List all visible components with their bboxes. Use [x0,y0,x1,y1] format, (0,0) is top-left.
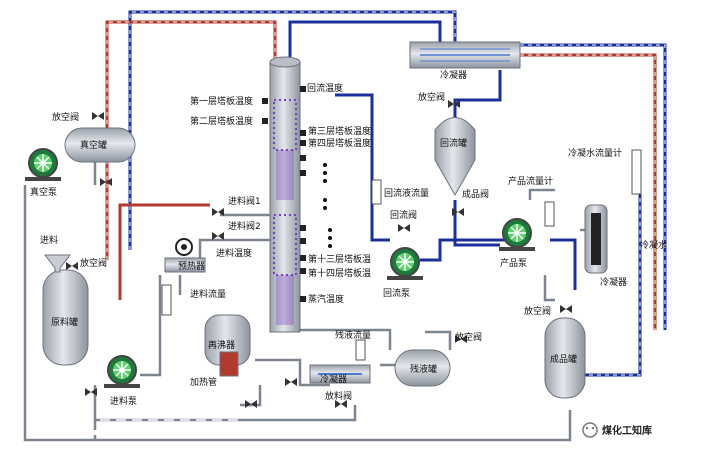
product-tank [544,317,586,399]
label-product-flow-meter: 产品流量计 [508,175,553,187]
label-reflux-temp: 回流温度 [307,82,343,94]
label-discharge-valve: 放料阀 [325,390,352,402]
reboiler [204,314,251,377]
label-product-tank: 成品罐 [550,353,577,365]
diagram-labels: 放空阀 真空罐 真空泵 回流温度 第一层塔板温度 第二层塔板温度 第三层塔板温度… [30,69,667,407]
label-feed-pump: 进料泵 [110,395,137,407]
label-cooling-water-flow: 冷凝水流量计 [568,147,622,159]
red-pipes [105,20,657,330]
label-raw-tank: 原料罐 [51,316,78,328]
watermark-text: 煤化工知库 [602,424,652,437]
watermark: 煤化工知库 [582,422,652,438]
vacuum-tank [64,127,136,163]
label-tray14-temp: 第十四层塔板温 [308,267,371,279]
label-tray4-temp: 第四层塔板温度 [308,137,371,149]
label-tray2-temp: 第二层塔板温度 [190,115,253,127]
grey-pipes [23,145,602,442]
feed-pump [104,355,140,388]
label-condenser-right: 冷凝器 [600,276,627,288]
label-reflux-valve: 回流阀 [390,209,417,221]
label-heating-tube: 加热管 [190,376,217,388]
residue-tank [394,349,451,387]
label-condenser-bottom: 冷凝器 [320,373,347,385]
label-feed-flow: 进料流量 [190,288,226,300]
ellipsis-dots [323,163,332,248]
reflux-tank [434,117,476,197]
label-vent-valve-residue: 放空阀 [455,331,482,343]
label-product-valve: 成品阀 [462,188,489,200]
label-product-pump: 产品泵 [500,257,527,269]
raw-material-tank [42,254,89,366]
distillation-column [269,56,301,333]
condenser-right [584,204,608,274]
vacuum-pump [25,148,61,181]
label-tray13-temp: 第十三层塔板温 [308,253,371,265]
label-feed-valve1: 进料阀1 [228,195,261,207]
flow-meters [161,149,642,361]
label-vent-valve-raw: 放空阀 [80,257,107,269]
preheater [164,257,206,273]
label-residue-flow: 残液流量 [335,329,371,341]
label-feed-valve2: 进料阀2 [228,220,261,232]
label-reboiler: 再沸器 [208,339,235,351]
label-cooling-water: 冷凝水 [640,239,667,251]
label-steam-temp: 蒸汽温度 [308,293,344,305]
condenser-bottom [309,364,371,384]
label-reflux-pump: 回流泵 [383,287,410,299]
label-vent-valve-reflux: 放空阀 [418,91,445,103]
label-condenser-top: 冷凝器 [440,69,467,81]
label-tray3-temp: 第三层塔板温度 [308,125,371,137]
label-vent-valve-product: 放空阀 [524,305,551,317]
label-vacuum-pump: 真空泵 [30,186,57,198]
label-vent-valve-top: 放空阀 [52,111,79,123]
label-feed-temp: 进料温度 [216,247,252,259]
product-pump [499,218,535,251]
label-tray1-temp: 第一层塔板温度 [190,95,253,107]
reflux-pump [387,247,423,280]
label-feed: 进料 [40,234,58,246]
label-reflux-flow: 回流液流量 [384,187,429,199]
column-sensors [262,86,306,302]
label-reflux-tank: 回流罐 [440,137,467,149]
label-preheater: 预热器 [178,260,205,272]
red-pipe-dashes [106,21,656,330]
valve-icon [66,100,572,408]
label-vacuum-tank: 真空罐 [80,139,107,151]
gauge-icon [175,238,193,256]
label-residue-tank: 残液罐 [410,363,437,375]
condenser-top [409,41,521,69]
